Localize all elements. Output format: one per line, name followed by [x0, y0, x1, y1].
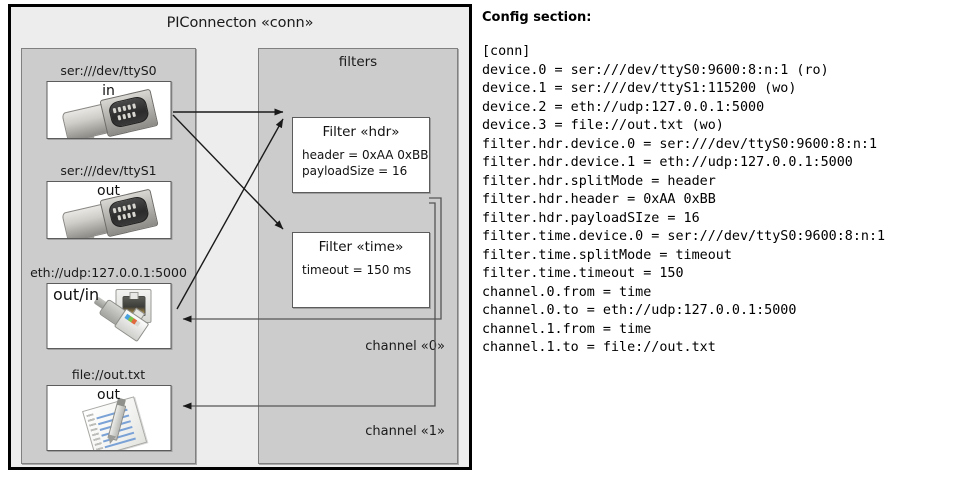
device-direction-label: out/in: [53, 285, 100, 304]
diagram-title: PIConnecton «conn»: [166, 15, 314, 31]
config-section-text: [conn] device.0 = ser:///dev/ttyS0:9600:…: [482, 44, 886, 355]
device-box[interactable]: out: [46, 385, 171, 451]
filters-panel-title: filters: [338, 54, 378, 70]
filters-panel: filters Filter «hdr» header = 0xAA 0xBB …: [258, 48, 458, 464]
filter-title: Filter «hdr»: [322, 124, 400, 140]
filter-title: Filter «time»: [318, 239, 404, 255]
device-box[interactable]: in: [46, 81, 171, 139]
device-direction-label: in: [102, 83, 115, 99]
diagram-frame: PIConnecton «conn» ser:///dev/ttyS0 in: [8, 4, 472, 470]
filter-properties: header = 0xAA 0xBB payloadSize = 16: [302, 147, 428, 179]
channel-0-label: channel «0»: [365, 339, 445, 354]
ethernet-icon: [92, 288, 167, 346]
filter-property: header = 0xAA 0xBB: [302, 148, 429, 162]
device-label: ser:///dev/ttyS1: [60, 163, 157, 178]
channel-1-label: channel «1»: [365, 424, 445, 439]
device-box[interactable]: out/in: [46, 283, 171, 349]
device-label: eth://udp:127.0.0.1:5000: [30, 265, 187, 280]
device-label: ser:///dev/ttyS0: [60, 63, 157, 78]
device-label: file://out.txt: [71, 367, 146, 382]
device-direction-label: out: [97, 387, 120, 403]
config-panel: Config section: [conn] device.0 = ser://…: [482, 6, 960, 476]
device-box[interactable]: out: [46, 181, 171, 239]
config-section-heading: Config section:: [482, 10, 592, 25]
filter-time-box[interactable]: Filter «time» timeout = 150 ms: [292, 232, 430, 308]
filter-hdr-box[interactable]: Filter «hdr» header = 0xAA 0xBB payloadS…: [292, 117, 430, 193]
filter-property: timeout = 150 ms: [302, 263, 412, 277]
filter-property: payloadSize = 16: [302, 164, 408, 178]
device-direction-label: out: [97, 183, 120, 199]
filter-properties: timeout = 150 ms: [302, 262, 411, 278]
devices-panel: ser:///dev/ttyS0 in ser:///dev/ttyS1 out: [21, 48, 196, 464]
file-document-icon: [81, 395, 153, 450]
